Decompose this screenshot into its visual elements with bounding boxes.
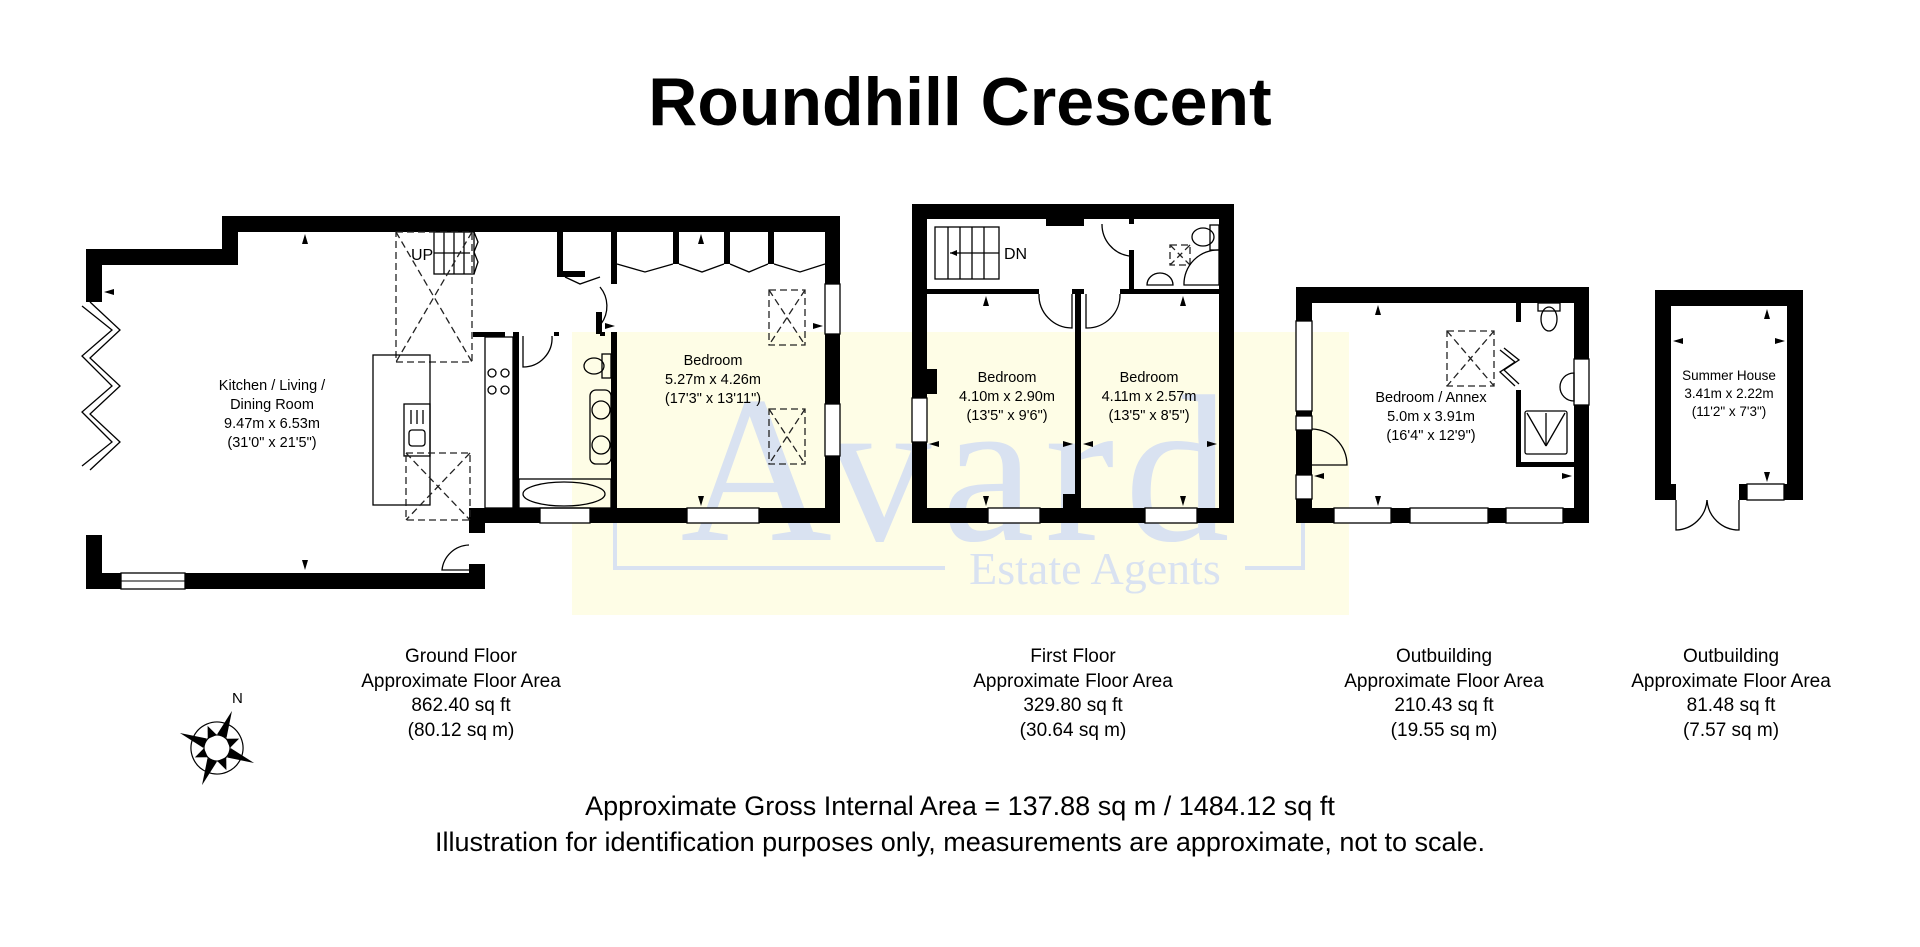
room-name-kitchen-2: Dining Room	[230, 397, 314, 413]
floor-sqm: (7.57 sq m)	[1682, 719, 1780, 741]
first-floor-area: First Floor Approximate Floor Area 329.8…	[923, 645, 1223, 743]
room-dims-annex-metric: 5.0m x 3.91m	[1387, 409, 1475, 425]
room-name-ground-bedroom: Bedroom	[684, 353, 743, 369]
floor-subtitle: Approximate Floor Area	[973, 670, 1173, 692]
room-dims-ground-bedroom-metric: 5.27m x 4.26m	[665, 372, 761, 388]
floor-sqft: 862.40 sq ft	[411, 695, 511, 716]
outbuilding-annex-plan: Bedroom / Annex 5.0m x 3.91m (16'4" x 12…	[1295, 287, 1590, 524]
room-dims-summer-house-metric: 3.41m x 2.22m	[1684, 386, 1773, 401]
watermark-tagline: Estate Agents	[969, 543, 1221, 594]
room-dims-first-bedroom-1-imperial: (13'5" x 9'6")	[966, 408, 1047, 424]
floor-sqft: 329.80 sq ft	[1023, 695, 1123, 716]
floor-name: Outbuilding	[1395, 646, 1493, 667]
floor-subtitle: Approximate Floor Area	[1631, 670, 1831, 692]
floor-name: First Floor	[1030, 646, 1116, 667]
room-dims-kitchen-imperial: (31'0" x 21'5")	[227, 435, 316, 451]
floor-name: Ground Floor	[405, 646, 517, 667]
floor-sqft: 81.48 sq ft	[1686, 695, 1776, 716]
room-name-annex: Bedroom / Annex	[1375, 390, 1487, 406]
summer-house-plan: Summer House 3.41m x 2.22m (11'2" x 7'3"…	[1655, 290, 1803, 531]
floor-sqm: (80.12 sq m)	[407, 719, 515, 741]
disclaimer: Illustration for identification purposes…	[434, 827, 1486, 857]
room-dims-first-bedroom-1-metric: 4.10m x 2.90m	[959, 389, 1055, 405]
page-title: Roundhill Crescent	[648, 64, 1272, 140]
room-dims-first-bedroom-2-metric: 4.11m x 2.57m	[1102, 389, 1197, 405]
floor-sqft: 210.43 sq ft	[1394, 695, 1494, 716]
stairs-up: UP	[411, 231, 479, 275]
watermark-brand: Avard	[680, 354, 1239, 586]
outbuilding-annex-area: Outbuilding Approximate Floor Area 210.4…	[1294, 645, 1594, 743]
first-floor-plan: DN Bedroom 4.10m x 2.90m (13'5" x 9'6") …	[911, 204, 1234, 524]
room-name-first-bedroom-1: Bedroom	[978, 370, 1037, 386]
room-dims-first-bedroom-2-imperial: (13'5" x 8'5")	[1108, 408, 1189, 424]
floor-subtitle: Approximate Floor Area	[361, 670, 561, 692]
room-dims-summer-house-imperial: (11'2" x 7'3")	[1692, 404, 1767, 419]
outbuilding-summer-area: Outbuilding Approximate Floor Area 81.48…	[1581, 645, 1881, 743]
gross-internal-area: Approximate Gross Internal Area = 137.88…	[585, 791, 1335, 821]
stairs-down-label: DN	[1004, 246, 1027, 263]
room-dims-annex-imperial: (16'4" x 12'9")	[1386, 428, 1475, 444]
compass-north-label: N	[232, 690, 243, 707]
floor-sqm: (19.55 sq m)	[1390, 719, 1498, 741]
floor-sqm: (30.64 sq m)	[1019, 719, 1127, 741]
room-dims-kitchen-metric: 9.47m x 6.53m	[224, 416, 320, 432]
room-dims-ground-bedroom-imperial: (17'3" x 13'11")	[665, 391, 761, 407]
stairs-down: DN	[934, 226, 1027, 280]
room-name-first-bedroom-2: Bedroom	[1120, 370, 1179, 386]
floor-name: Outbuilding	[1682, 646, 1780, 667]
floor-subtitle: Approximate Floor Area	[1344, 670, 1544, 692]
stairs-up-label: UP	[411, 247, 433, 264]
compass-rose-icon	[179, 710, 255, 786]
ground-floor-area: Ground Floor Approximate Floor Area 862.…	[311, 645, 611, 743]
room-name-summer-house: Summer House	[1682, 368, 1776, 383]
ground-floor-plan: UP	[81, 216, 841, 590]
room-name-kitchen: Kitchen / Living /	[219, 378, 326, 394]
